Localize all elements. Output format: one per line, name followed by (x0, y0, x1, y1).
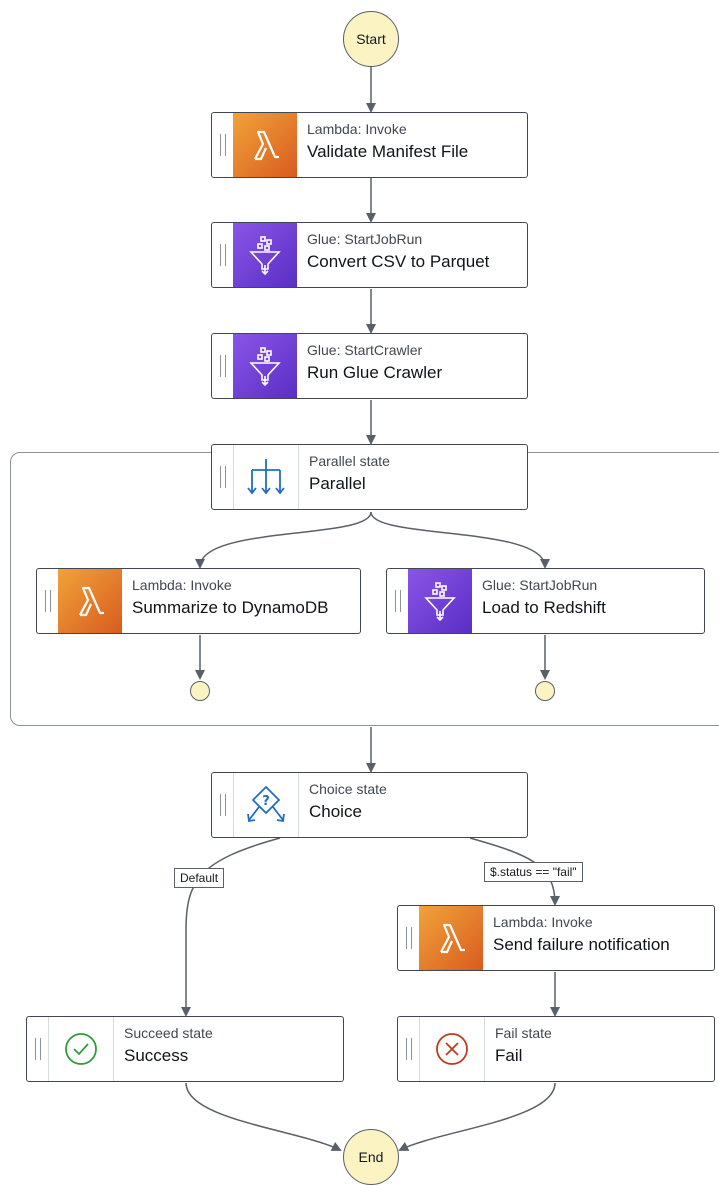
state-validate-manifest[interactable]: Lambda: Invoke Validate Manifest File (211, 112, 528, 178)
drag-handle-icon[interactable] (27, 1017, 48, 1081)
state-success[interactable]: Succeed state Success (26, 1016, 344, 1082)
state-run-crawler[interactable]: Glue: StartCrawler Run Glue Crawler (211, 333, 528, 399)
state-name: Success (124, 1046, 189, 1065)
drag-handle-icon[interactable] (212, 334, 233, 398)
drag-handle-icon[interactable] (398, 906, 419, 970)
drag-handle-icon[interactable] (212, 223, 233, 287)
state-name: Choice (309, 802, 362, 821)
state-type: Parallel state (309, 453, 390, 469)
state-fail[interactable]: Fail state Fail (397, 1016, 715, 1082)
end-label: End (358, 1149, 384, 1165)
drag-handle-icon[interactable] (212, 773, 233, 837)
svg-text:?: ? (262, 794, 270, 809)
state-load-redshift[interactable]: Glue: StartJobRun Load to Redshift (386, 568, 705, 634)
edge-parallel-redshift (370, 511, 550, 569)
state-name: Load to Redshift (482, 598, 606, 617)
lambda-icon (233, 113, 297, 177)
parallel-icon (233, 445, 299, 509)
state-type: Lambda: Invoke (307, 121, 407, 137)
end-node[interactable]: End (343, 1129, 399, 1185)
drag-handle-icon[interactable] (398, 1017, 419, 1081)
state-type: Fail state (495, 1025, 552, 1041)
x-circle-icon (419, 1017, 485, 1081)
edge-choice-success (181, 837, 281, 1017)
state-name: Summarize to DynamoDB (132, 598, 329, 617)
check-circle-icon (48, 1017, 114, 1081)
state-convert-csv[interactable]: Glue: StartJobRun Convert CSV to Parquet (211, 222, 528, 288)
choice-icon: ? (233, 773, 299, 837)
state-type: Glue: StartJobRun (307, 231, 423, 247)
branch-end-left (190, 681, 210, 701)
state-summarize-dynamodb[interactable]: Lambda: Invoke Summarize to DynamoDB (36, 568, 361, 634)
state-name: Fail (495, 1046, 523, 1065)
edge-success-end (185, 1082, 342, 1151)
drag-handle-icon[interactable] (37, 569, 58, 633)
edge-parallel-summarize (195, 511, 372, 569)
state-parallel[interactable]: Parallel state Parallel (211, 444, 528, 510)
drag-handle-icon[interactable] (212, 113, 233, 177)
drag-handle-icon[interactable] (387, 569, 408, 633)
state-name: Validate Manifest File (307, 142, 469, 161)
drag-handle-icon[interactable] (212, 445, 233, 509)
state-name: Run Glue Crawler (307, 363, 443, 382)
start-label: Start (356, 31, 386, 47)
state-choice[interactable]: ? Choice state Choice (211, 772, 528, 838)
edge-label-fail-rule: $.status == "fail" (484, 862, 583, 882)
state-type: Glue: StartJobRun (482, 577, 598, 593)
state-name: Convert CSV to Parquet (307, 252, 490, 271)
glue-icon (408, 569, 472, 633)
glue-icon (233, 334, 297, 398)
edge-fail-end (398, 1082, 556, 1151)
edge-label-default: Default (174, 868, 225, 888)
state-name: Parallel (309, 474, 366, 493)
branch-end-right (535, 681, 555, 701)
state-type: Choice state (309, 781, 387, 797)
state-type: Glue: StartCrawler (307, 342, 423, 358)
lambda-icon (58, 569, 122, 633)
state-name: Send failure notification (493, 935, 670, 954)
state-type: Lambda: Invoke (132, 577, 232, 593)
state-type: Lambda: Invoke (493, 914, 593, 930)
start-node[interactable]: Start (343, 11, 399, 67)
state-type: Succeed state (124, 1025, 213, 1041)
glue-icon (233, 223, 297, 287)
lambda-icon (419, 906, 483, 970)
state-send-failure-notification[interactable]: Lambda: Invoke Send failure notification (397, 905, 715, 971)
